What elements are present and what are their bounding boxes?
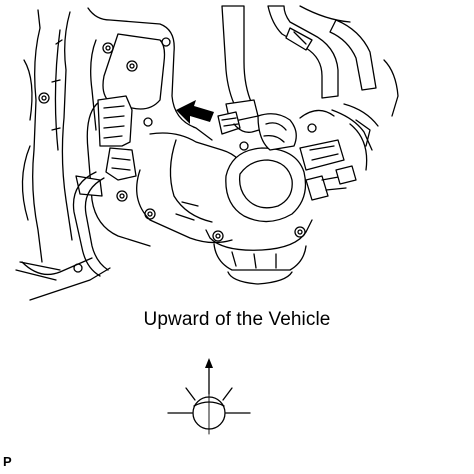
coolant-pipes [15, 171, 109, 281]
upward-direction-icon [167, 358, 251, 435]
hoses [221, 5, 399, 151]
water-pump-housing [136, 132, 313, 285]
arrow-pointer-icon [176, 100, 214, 124]
engine-block [21, 7, 213, 301]
diagram-caption: Upward of the Vehicle [143, 309, 331, 330]
hose-clamp [217, 27, 313, 151]
sensor-bracket [75, 95, 137, 197]
corner-label: P [3, 454, 12, 469]
right-connectors [299, 109, 371, 201]
